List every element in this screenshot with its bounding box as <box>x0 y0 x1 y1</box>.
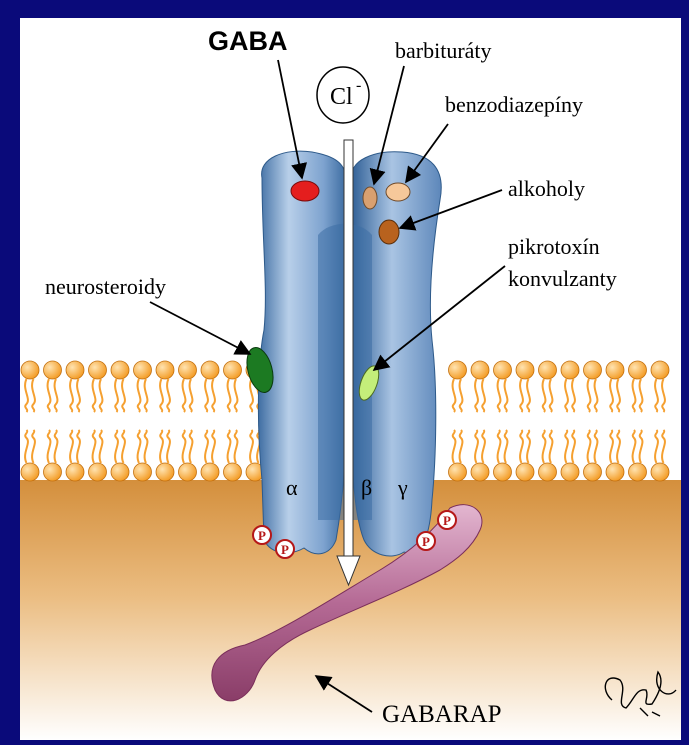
phospholipid-head <box>89 463 107 481</box>
phospho-group-alpha-1: P <box>253 526 271 544</box>
neurosteroids-label: neurosteroidy <box>45 274 166 299</box>
phospholipid-head <box>516 361 534 379</box>
phospho-group-alpha-2: P <box>276 540 294 558</box>
phospholipid-head <box>494 361 512 379</box>
phospholipid-head <box>449 361 467 379</box>
gaba-label: GABA <box>208 26 288 56</box>
subunit-label-alpha: α <box>286 475 298 500</box>
phospholipid-head <box>224 463 242 481</box>
phospholipid-head <box>224 361 242 379</box>
phospholipid-head <box>134 463 152 481</box>
phospholipid-head <box>21 463 39 481</box>
subunit-label-gamma: γ <box>397 475 408 500</box>
picrotoxin-label: pikrotoxín <box>508 234 600 259</box>
phospholipid-head <box>561 463 579 481</box>
gabarap-label: GABARAP <box>382 701 501 728</box>
phospholipid-head <box>134 361 152 379</box>
benzodiazepines-label: benzodiazepíny <box>445 92 583 117</box>
phospholipid-head <box>111 463 129 481</box>
phospholipid-head <box>494 463 512 481</box>
convulsants-label: konvulzanty <box>508 266 617 291</box>
phospholipid-head <box>606 361 624 379</box>
phospholipid-head <box>44 463 62 481</box>
alcohols-label: alkoholy <box>508 176 585 201</box>
phospholipid-head <box>584 361 602 379</box>
phospholipid-head <box>539 361 557 379</box>
phospholipid-head <box>156 361 174 379</box>
phospholipid-head <box>629 463 647 481</box>
phospholipid-head <box>179 361 197 379</box>
svg-text:P: P <box>422 534 430 549</box>
phospholipid-head <box>201 361 219 379</box>
phospholipid-head <box>651 463 669 481</box>
phospholipid-head <box>539 463 557 481</box>
phospholipid-head <box>89 361 107 379</box>
svg-text:P: P <box>281 542 289 557</box>
alcohol-binding-site <box>379 220 399 244</box>
svg-text:P: P <box>258 528 266 543</box>
chloride-ion: Cl - <box>317 67 369 123</box>
phospholipid-head <box>449 463 467 481</box>
phospholipid-head <box>201 463 219 481</box>
phospholipid-head <box>584 463 602 481</box>
phospholipid-head <box>44 361 62 379</box>
phospholipid-head <box>651 361 669 379</box>
phospholipid-head <box>606 463 624 481</box>
gaba-binding-site <box>291 181 319 201</box>
phospholipid-head <box>516 463 534 481</box>
phospho-group-gamma-1: P <box>438 511 456 529</box>
phospholipid-head <box>179 463 197 481</box>
phospholipid-head <box>471 361 489 379</box>
barbiturates-label: barbituráty <box>395 38 492 63</box>
phospholipid-head <box>561 361 579 379</box>
benzodiazepine-binding-site <box>386 183 410 201</box>
phospholipid-head <box>66 361 84 379</box>
phospholipid-head <box>66 463 84 481</box>
subunit-label-beta: β <box>361 475 372 500</box>
chloride-charge: - <box>356 77 361 94</box>
phospho-group-gamma-2: P <box>417 532 435 550</box>
phospholipid-head <box>471 463 489 481</box>
phospholipid-head <box>156 463 174 481</box>
phospholipid-head <box>21 361 39 379</box>
barbiturate-binding-site <box>363 187 377 209</box>
svg-text:P: P <box>443 513 451 528</box>
phospholipid-head <box>629 361 647 379</box>
chloride-label: Cl <box>330 84 353 110</box>
phospholipid-head <box>111 361 129 379</box>
